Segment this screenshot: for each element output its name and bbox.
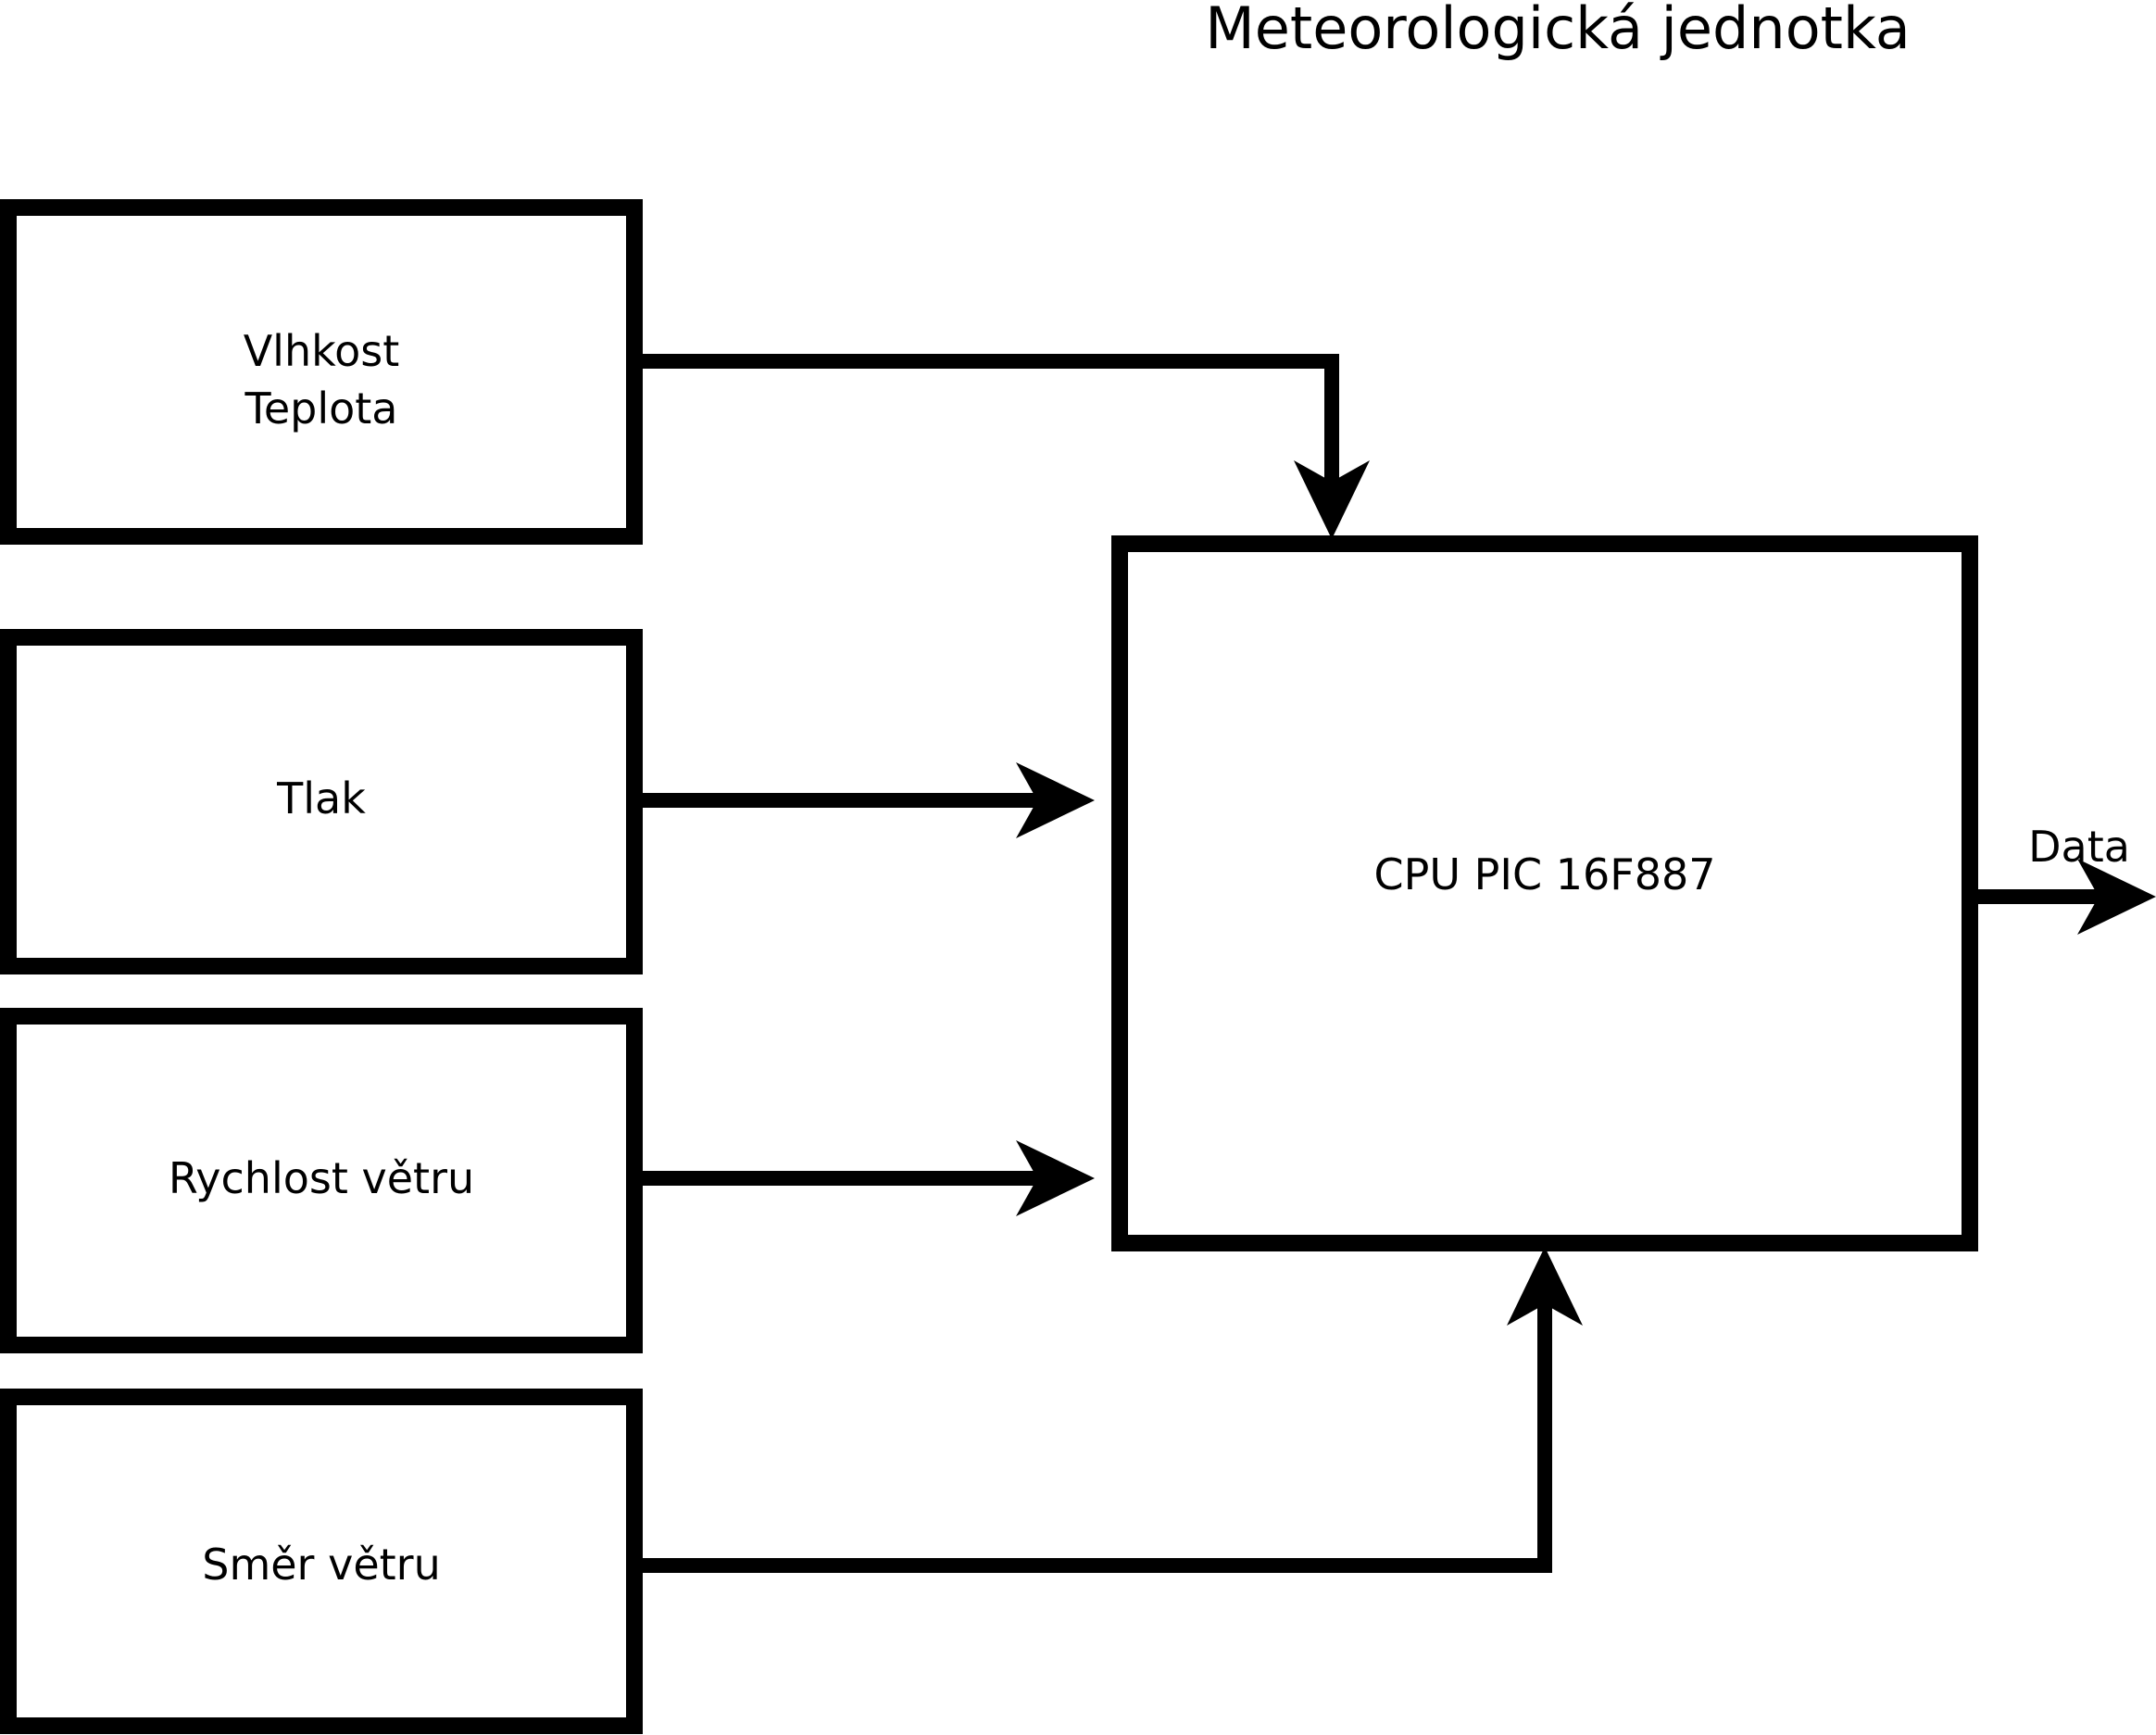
block-wind-direction-label: Směr větru [202,1540,440,1590]
connector-cpu-to-data-output: Data [1970,822,2156,935]
connector-humidity-temperature-path [634,354,1339,500]
connector-pressure-to-cpu [634,762,1095,838]
arrowhead-down-to-cpu [1294,460,1370,539]
data-output-label: Data [2028,822,2130,872]
connector-wind-direction-to-cpu [634,1247,1583,1573]
block-wind-speed-label: Rychlost větru [169,1153,474,1203]
connector-wind-direction-path [634,1292,1552,1573]
block-wind-speed[interactable]: Rychlost větru [0,1008,643,1353]
block-cpu[interactable]: CPU PIC 16F887 [1111,535,1978,1251]
block-pressure-label: Tlak [276,773,366,823]
block-wind-direction[interactable]: Směr větru [0,1389,643,1734]
page-title: Meteorologická jednotka [1205,0,1911,62]
block-humidity-temperature-rect [0,199,643,545]
connector-humidity-temperature-to-cpu [634,354,1370,539]
block-pressure[interactable]: Tlak [0,629,643,974]
arrowhead-right-wind-speed [1016,1140,1095,1216]
block-pressure-rect [0,629,643,974]
block-humidity-temperature[interactable]: Vlhkost Teplota [0,199,643,545]
arrowhead-right-pressure [1016,762,1095,838]
arrowhead-right-data-output [2077,859,2156,935]
block-wind-speed-rect [0,1008,643,1353]
connector-wind-speed-to-cpu [634,1140,1095,1216]
block-humidity-temperature-label-line2: Teplota [244,383,398,434]
block-cpu-rect [1111,535,1978,1251]
arrowhead-up-to-cpu [1507,1247,1583,1326]
block-cpu-label: CPU PIC 16F887 [1374,849,1716,899]
block-humidity-temperature-label-line1: Vlhkost [244,326,400,376]
